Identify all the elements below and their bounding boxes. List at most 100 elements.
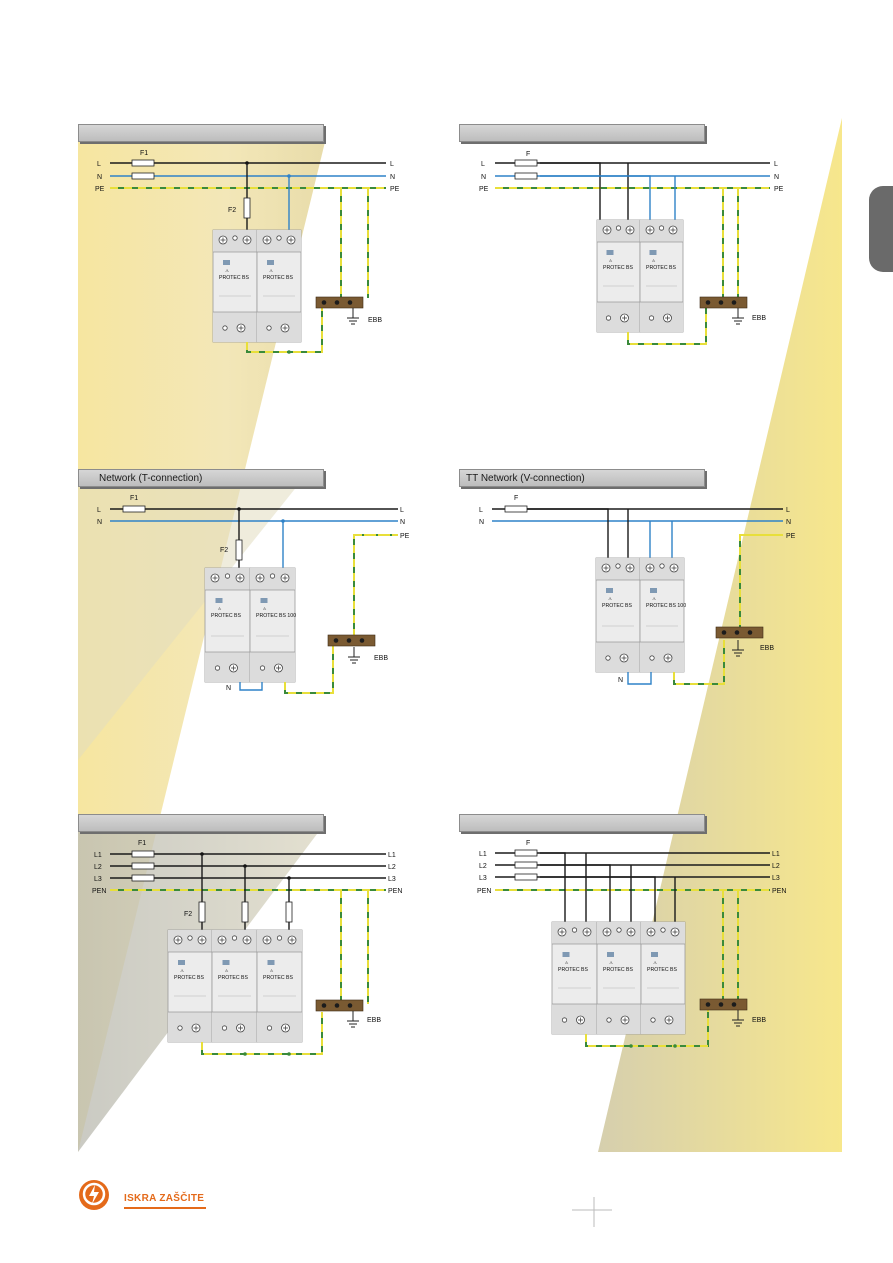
status-window-icon — [267, 260, 274, 265]
module-label: PROTEC BS — [603, 967, 634, 973]
line-label: L — [786, 507, 790, 514]
fuse — [514, 849, 538, 857]
warning-icon: ⚠ — [608, 596, 612, 601]
ebb-terminal — [346, 638, 352, 643]
module-label: PROTEC BS — [218, 975, 249, 981]
line-label: N — [400, 519, 405, 526]
ebb-terminal — [359, 638, 365, 643]
ebb-label: EBB — [752, 1017, 766, 1024]
screw-icon — [606, 1017, 612, 1023]
status-window-icon — [562, 952, 570, 957]
fuse — [514, 172, 538, 180]
line-label: N — [774, 174, 779, 181]
warning-icon: ⚠ — [218, 606, 222, 611]
ebb-terminal — [731, 300, 737, 305]
panel-header-5 — [78, 814, 324, 832]
module-bottom-terminal — [596, 642, 640, 672]
pe-return — [627, 306, 707, 345]
crop-mark — [572, 1197, 612, 1227]
screw-icon — [232, 235, 238, 241]
fuse-branch — [243, 197, 251, 219]
line-label: L1 — [772, 851, 780, 858]
status-window-icon — [223, 260, 230, 265]
line-label: PE — [400, 533, 410, 540]
screw-icon — [615, 563, 621, 569]
junction-dot — [243, 1052, 247, 1056]
module-label: PROTEC BS — [603, 265, 634, 271]
module-top-terminal — [213, 230, 257, 252]
module-bottom-terminal — [212, 1012, 257, 1042]
ebb-label: EBB — [752, 315, 766, 322]
module-bottom-terminal — [205, 652, 250, 682]
wire-PE — [739, 534, 783, 630]
ebb-terminal — [321, 300, 327, 305]
side-tab — [869, 186, 893, 272]
line-label: N — [786, 519, 791, 526]
fuse — [131, 159, 155, 167]
status-window-icon — [267, 960, 275, 965]
module-label: PROTEC BS — [646, 265, 677, 271]
line-label: PEN — [388, 888, 402, 895]
protection-module: ⚠PROTEC BS — [596, 219, 641, 333]
screw-icon — [605, 315, 612, 321]
ebb-terminal — [333, 638, 339, 643]
module-label: PROTEC BS — [263, 275, 294, 281]
module-label: PROTEC BS — [263, 975, 294, 981]
fuse — [504, 505, 528, 513]
screw-icon — [648, 315, 655, 321]
screw-icon — [231, 935, 238, 941]
module-bottom-terminal — [213, 312, 257, 342]
branch-N — [540, 175, 651, 235]
fuse-branch — [198, 901, 206, 923]
branch-L — [540, 852, 566, 935]
protection-module: ⚠PROTEC BS — [167, 929, 213, 1043]
fuse-label: F1 — [130, 495, 138, 502]
pe-wire-green — [353, 534, 398, 640]
fuse-label: F — [514, 495, 518, 502]
ebb-bar — [327, 634, 376, 647]
line-label: L — [97, 161, 101, 168]
status-window-icon — [651, 952, 658, 957]
fuse — [131, 862, 155, 870]
fuse-branch — [241, 901, 249, 923]
line-label: L1 — [388, 852, 396, 859]
fuse-label: F — [526, 840, 530, 847]
pe-wire-green — [739, 534, 783, 630]
warning-icon: ⚠ — [609, 960, 613, 965]
ground-icon — [732, 1010, 744, 1027]
ebb-terminal — [747, 630, 753, 635]
line-label: L2 — [772, 863, 780, 870]
ebb-terminal — [347, 300, 353, 305]
module-bottom-terminal — [640, 642, 684, 672]
n-link — [627, 672, 652, 685]
module-bottom-terminal — [250, 652, 295, 682]
line-label: PE — [786, 533, 796, 540]
ebb-bar — [715, 626, 764, 639]
screw-icon — [605, 655, 611, 661]
screw-icon — [276, 235, 282, 241]
n-bottom-label: N — [618, 677, 623, 684]
fuse-label: F — [526, 151, 530, 158]
decor-band-left-mid — [78, 470, 310, 760]
ebb-terminal — [347, 1003, 353, 1008]
protection-module: ⚠PROTEC BS — [640, 921, 686, 1035]
branch-L — [540, 162, 601, 235]
ebb-terminal — [334, 1003, 340, 1008]
ground-icon — [347, 1011, 359, 1028]
ebb-terminal — [731, 1002, 737, 1007]
line-label: N — [97, 519, 102, 526]
pe-return — [201, 1012, 323, 1055]
line-label: L1 — [94, 852, 102, 859]
line-label: PE — [390, 186, 400, 193]
iskra-logo-icon — [79, 1180, 109, 1210]
status-window-icon — [649, 250, 657, 255]
branch-L — [540, 864, 611, 935]
fuse — [514, 873, 538, 881]
warning-icon: ⚠ — [225, 268, 229, 273]
wire-PE — [353, 534, 398, 640]
screw-icon — [561, 1017, 568, 1023]
